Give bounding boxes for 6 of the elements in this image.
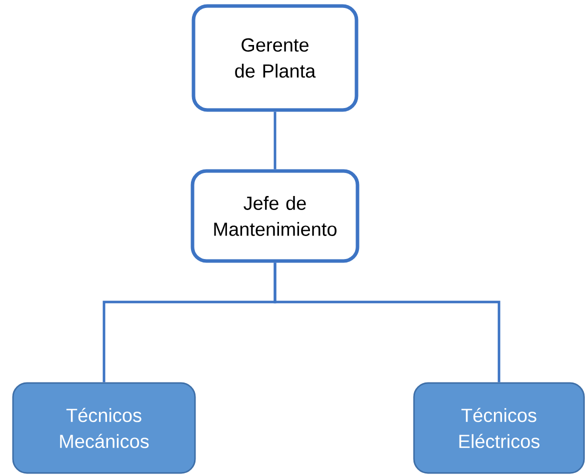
process-box: Gerente de Planta [192,4,358,112]
team-box: Técnicos Mecánicos [12,382,196,474]
process-box: Jefe de Mantenimiento [190,169,360,263]
connector-line [274,262,500,382]
connector-line [274,112,276,170]
team-box: Técnicos Eléctricos [413,382,585,474]
